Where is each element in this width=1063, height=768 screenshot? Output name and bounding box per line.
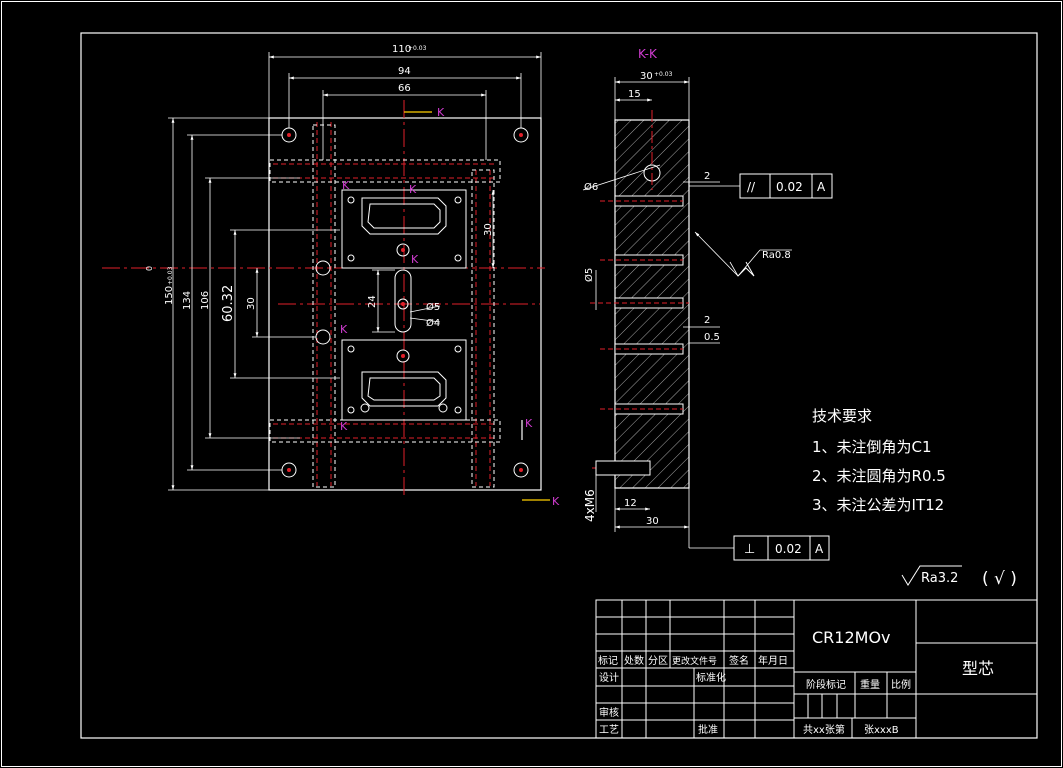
general-roughness: Ra3.2 ( √ ): [901, 565, 1017, 589]
sec-dim-2-top: 2: [704, 171, 710, 182]
cooling-channels: [273, 122, 495, 486]
sec-dim-30-bottom: 30: [646, 516, 659, 527]
section-mark-6: K: [340, 420, 348, 433]
perpendicular-value: 0.02: [775, 542, 802, 556]
tb-design: 设计: [599, 671, 619, 684]
sec-dim-dia6: Ø6: [584, 181, 598, 193]
sec-dim-thread: 4xM6: [583, 489, 597, 522]
section-mark-1: K: [437, 106, 445, 119]
section-view-label: K-K: [638, 47, 658, 61]
tb-scale: 比例: [891, 678, 911, 691]
dim-106: 106: [200, 291, 211, 310]
parallel-symbol: //: [747, 180, 756, 194]
dim-60-32: 60.32: [221, 285, 236, 322]
tb-stage-mark: 阶段标记: [806, 678, 846, 691]
tb-sheets-total: 共xx张第: [803, 723, 845, 736]
section-view: [582, 77, 792, 549]
section-line-markers: [404, 111, 550, 501]
sec-dim-12: 12: [624, 498, 637, 509]
section-mark-4: K: [411, 253, 419, 266]
tb-weight: 重量: [860, 678, 880, 691]
sec-dim-0-5: 0.5: [704, 332, 720, 343]
sec-dim-15: 15: [628, 89, 641, 100]
corner-holes: [281, 127, 529, 478]
inner-border: [80, 32, 1038, 739]
upper-cavity: [341, 189, 467, 269]
lower-cavity: [341, 339, 467, 421]
tolerance-frame-parallel: // 0.02 A: [739, 173, 833, 199]
dim-30-left: 30: [246, 297, 257, 310]
parallel-datum: A: [817, 180, 826, 194]
dim-24: 24: [367, 295, 378, 308]
roughness-local: Ra0.8: [762, 250, 791, 261]
section-mark-7: K: [525, 417, 533, 430]
perpendicular-symbol: ⊥: [744, 542, 755, 557]
dim-dia5: Ø5: [426, 301, 440, 313]
section-mark-2: K: [342, 179, 350, 192]
dim-zero: 0: [145, 266, 154, 271]
tolerance-frame-perpendicular: ⊥ 0.02 A: [733, 535, 830, 561]
dim-94: 94: [398, 66, 411, 77]
tech-req-item-3: 3、未注公差为IT12: [812, 496, 944, 514]
plate-outline: [268, 117, 542, 491]
tb-header-sign: 签名: [729, 654, 749, 667]
tb-review: 审核: [599, 706, 619, 719]
dim-66: 66: [398, 83, 411, 94]
dim-overall-height-tol: +0.03: [167, 266, 174, 285]
tb-material: CR12MOv: [812, 628, 891, 647]
tb-standardize: 标准化: [696, 671, 726, 684]
section-mark-3: K: [409, 183, 417, 196]
roughness-general-note: ( √ ): [982, 569, 1017, 589]
tb-header-mark: 标记: [598, 655, 618, 667]
plan-view: [102, 52, 550, 501]
tb-part-name: 型芯: [962, 659, 994, 678]
tb-approve: 批准: [698, 723, 718, 736]
runner-slot: [394, 269, 412, 333]
plan-dimension-lines: [168, 52, 542, 491]
roughness-general: Ra3.2: [921, 571, 958, 586]
tb-process: 工艺: [599, 724, 619, 736]
tb-header-zone: 分区: [648, 655, 668, 667]
title-block: [595, 599, 1038, 739]
tb-sheet-no: 张xxxB: [864, 724, 899, 736]
dim-30-right: 30: [483, 223, 494, 236]
sec-dim-30: 30: [640, 71, 653, 82]
tb-header-date: 年月日: [758, 654, 788, 667]
dim-134: 134: [182, 291, 193, 310]
section-mark-5: K: [340, 323, 348, 336]
dim-dia4: Ø4: [426, 317, 440, 329]
dim-overall-width-tol: +0.03: [408, 45, 427, 52]
tech-req-item-2: 2、未注圆角为R0.5: [812, 467, 946, 485]
sec-dim-dia5: Ø5: [583, 268, 595, 282]
tb-header-count: 处数: [624, 654, 644, 667]
parallel-value: 0.02: [776, 180, 803, 194]
tech-req-item-1: 1、未注倒角为C1: [812, 438, 932, 456]
sec-dim-30-tol: +0.03: [654, 71, 673, 78]
tech-req-title: 技术要求: [812, 407, 872, 425]
perpendicular-datum: A: [815, 542, 824, 556]
channel-outlines: [269, 124, 501, 488]
sec-dim-2-mid: 2: [704, 315, 710, 326]
section-mark-8: K: [552, 495, 560, 508]
dim-overall-width: 110: [392, 44, 411, 55]
tb-header-change-doc: 更改文件号: [672, 655, 717, 667]
dim-overall-height: 150: [164, 286, 175, 305]
